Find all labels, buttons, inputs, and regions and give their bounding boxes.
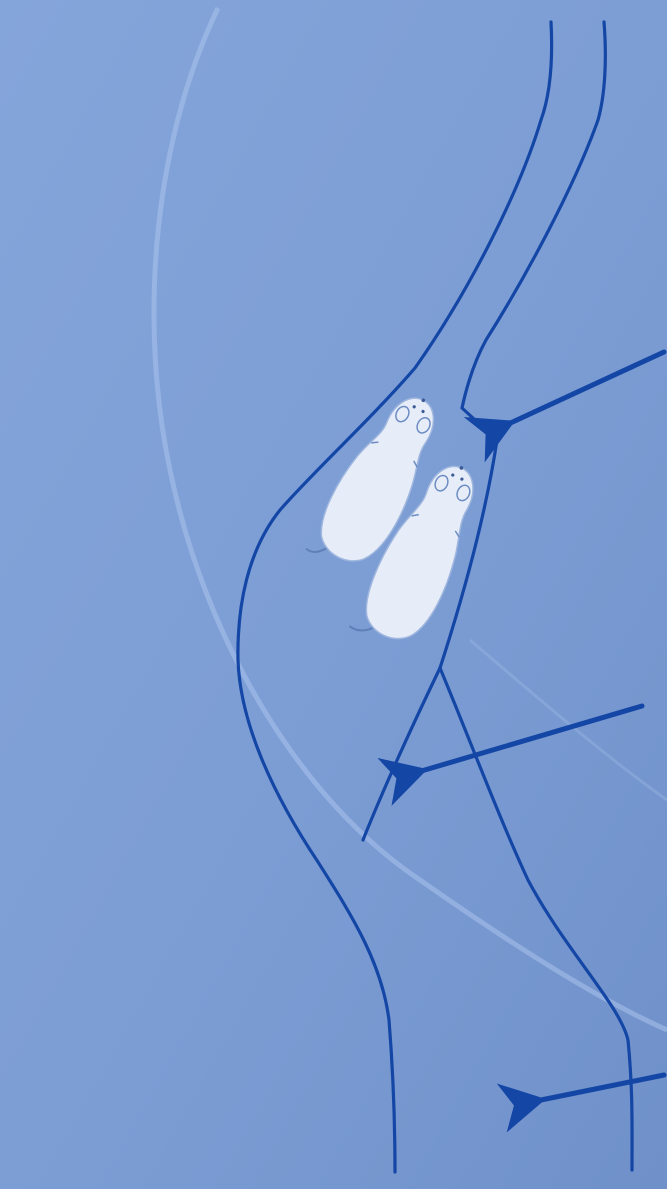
diagram-canvas (0, 0, 667, 1189)
background (0, 0, 667, 1189)
channel-diagram (0, 0, 667, 1189)
